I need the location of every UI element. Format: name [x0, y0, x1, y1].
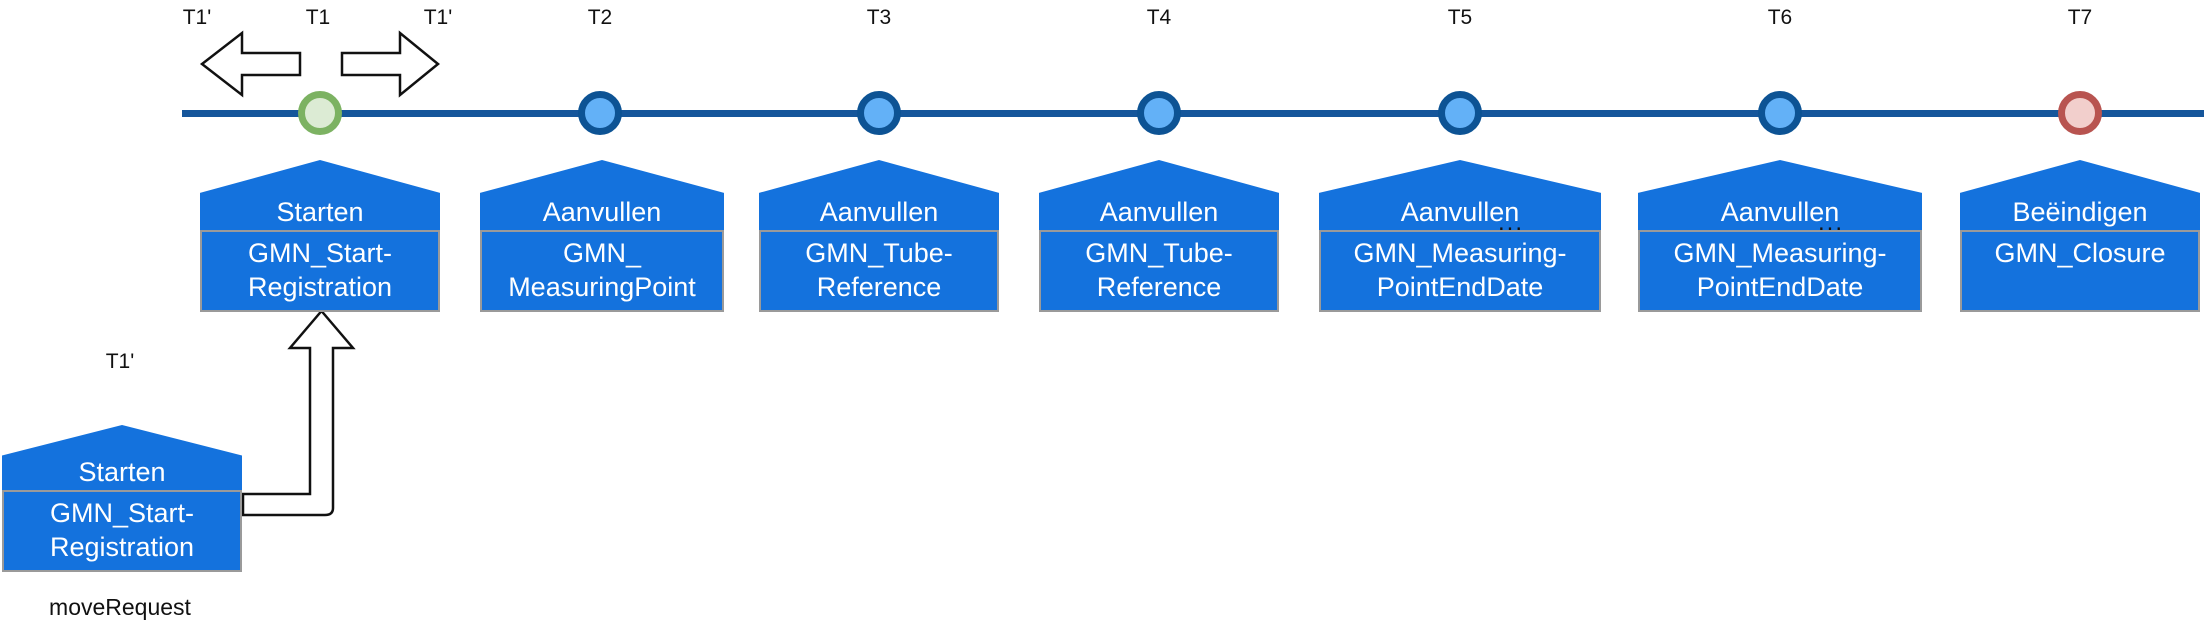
- timeline-label-t2: T2: [587, 6, 613, 29]
- event-t1-roof: Starten: [200, 160, 440, 230]
- shift-right-arrow-icon: [340, 30, 440, 98]
- event-action: Aanvullen: [1099, 197, 1219, 227]
- timeline-label-t1: T1: [305, 6, 331, 29]
- move-request-roof: Starten: [2, 425, 242, 490]
- move-request-box: Starten GMN_Start- Registration: [2, 425, 242, 572]
- timeline-marker-t5: [1438, 91, 1482, 135]
- event-action: Starten: [276, 197, 364, 227]
- timeline-label-t3: T3: [866, 6, 892, 29]
- event-action: Aanvullen: [1720, 197, 1840, 227]
- event-t1: Starten GMN_Start- Registration: [200, 160, 440, 312]
- ellipsis-dots: ...: [1818, 209, 1845, 236]
- shift-label-left: T1': [182, 6, 212, 29]
- timeline-marker-t1: [298, 91, 342, 135]
- event-action: Starten: [78, 457, 166, 487]
- timeline-marker-t6: [1758, 91, 1802, 135]
- timeline-label-t5: T5: [1447, 6, 1473, 29]
- ellipsis-dots: ...: [1498, 209, 1525, 236]
- event-artifact: GMN_Start- Registration: [200, 230, 440, 312]
- event-t3-roof: Aanvullen: [759, 160, 999, 230]
- timeline-axis: [182, 110, 2204, 117]
- event-t5-roof: Aanvullen ...: [1319, 160, 1601, 230]
- event-t6: Aanvullen ... GMN_Measuring- PointEndDat…: [1638, 160, 1922, 312]
- event-t7: Beëindigen GMN_Closure: [1960, 160, 2200, 312]
- shift-left-arrow-icon: [199, 30, 302, 98]
- timeline-label-t6: T6: [1767, 6, 1793, 29]
- move-request-elbow-arrow-icon: [241, 309, 356, 517]
- timeline-label-t4: T4: [1146, 6, 1172, 29]
- timeline-marker-t2: [578, 91, 622, 135]
- event-artifact: GMN_Tube- Reference: [759, 230, 999, 312]
- event-action: Beëindigen: [2012, 197, 2148, 227]
- shift-label-right: T1': [423, 6, 453, 29]
- event-t6-roof: Aanvullen ...: [1638, 160, 1922, 230]
- event-action: Aanvullen: [1400, 197, 1520, 227]
- event-t5: Aanvullen ... GMN_Measuring- PointEndDat…: [1319, 160, 1601, 312]
- event-t4: Aanvullen GMN_Tube- Reference: [1039, 160, 1279, 312]
- event-artifact: GMN_ MeasuringPoint: [480, 230, 724, 312]
- move-request-caption: moveRequest: [49, 594, 191, 620]
- event-t3: Aanvullen GMN_Tube- Reference: [759, 160, 999, 312]
- event-action: Aanvullen: [819, 197, 939, 227]
- event-artifact: GMN_Start- Registration: [2, 490, 242, 572]
- timeline-label-t7: T7: [2067, 6, 2093, 29]
- event-t2: Aanvullen GMN_ MeasuringPoint: [480, 160, 724, 312]
- timeline-marker-t7: [2058, 91, 2102, 135]
- timeline-marker-t3: [857, 91, 901, 135]
- event-artifact: GMN_Measuring- PointEndDate: [1319, 230, 1601, 312]
- event-action: Aanvullen: [542, 197, 662, 227]
- event-artifact: GMN_Tube- Reference: [1039, 230, 1279, 312]
- event-t4-roof: Aanvullen: [1039, 160, 1279, 230]
- event-artifact: GMN_Measuring- PointEndDate: [1638, 230, 1922, 312]
- event-t2-roof: Aanvullen: [480, 160, 724, 230]
- event-t7-roof: Beëindigen: [1960, 160, 2200, 230]
- event-artifact: GMN_Closure: [1960, 230, 2200, 312]
- timeline-marker-t4: [1137, 91, 1181, 135]
- move-request-label: T1': [105, 350, 135, 373]
